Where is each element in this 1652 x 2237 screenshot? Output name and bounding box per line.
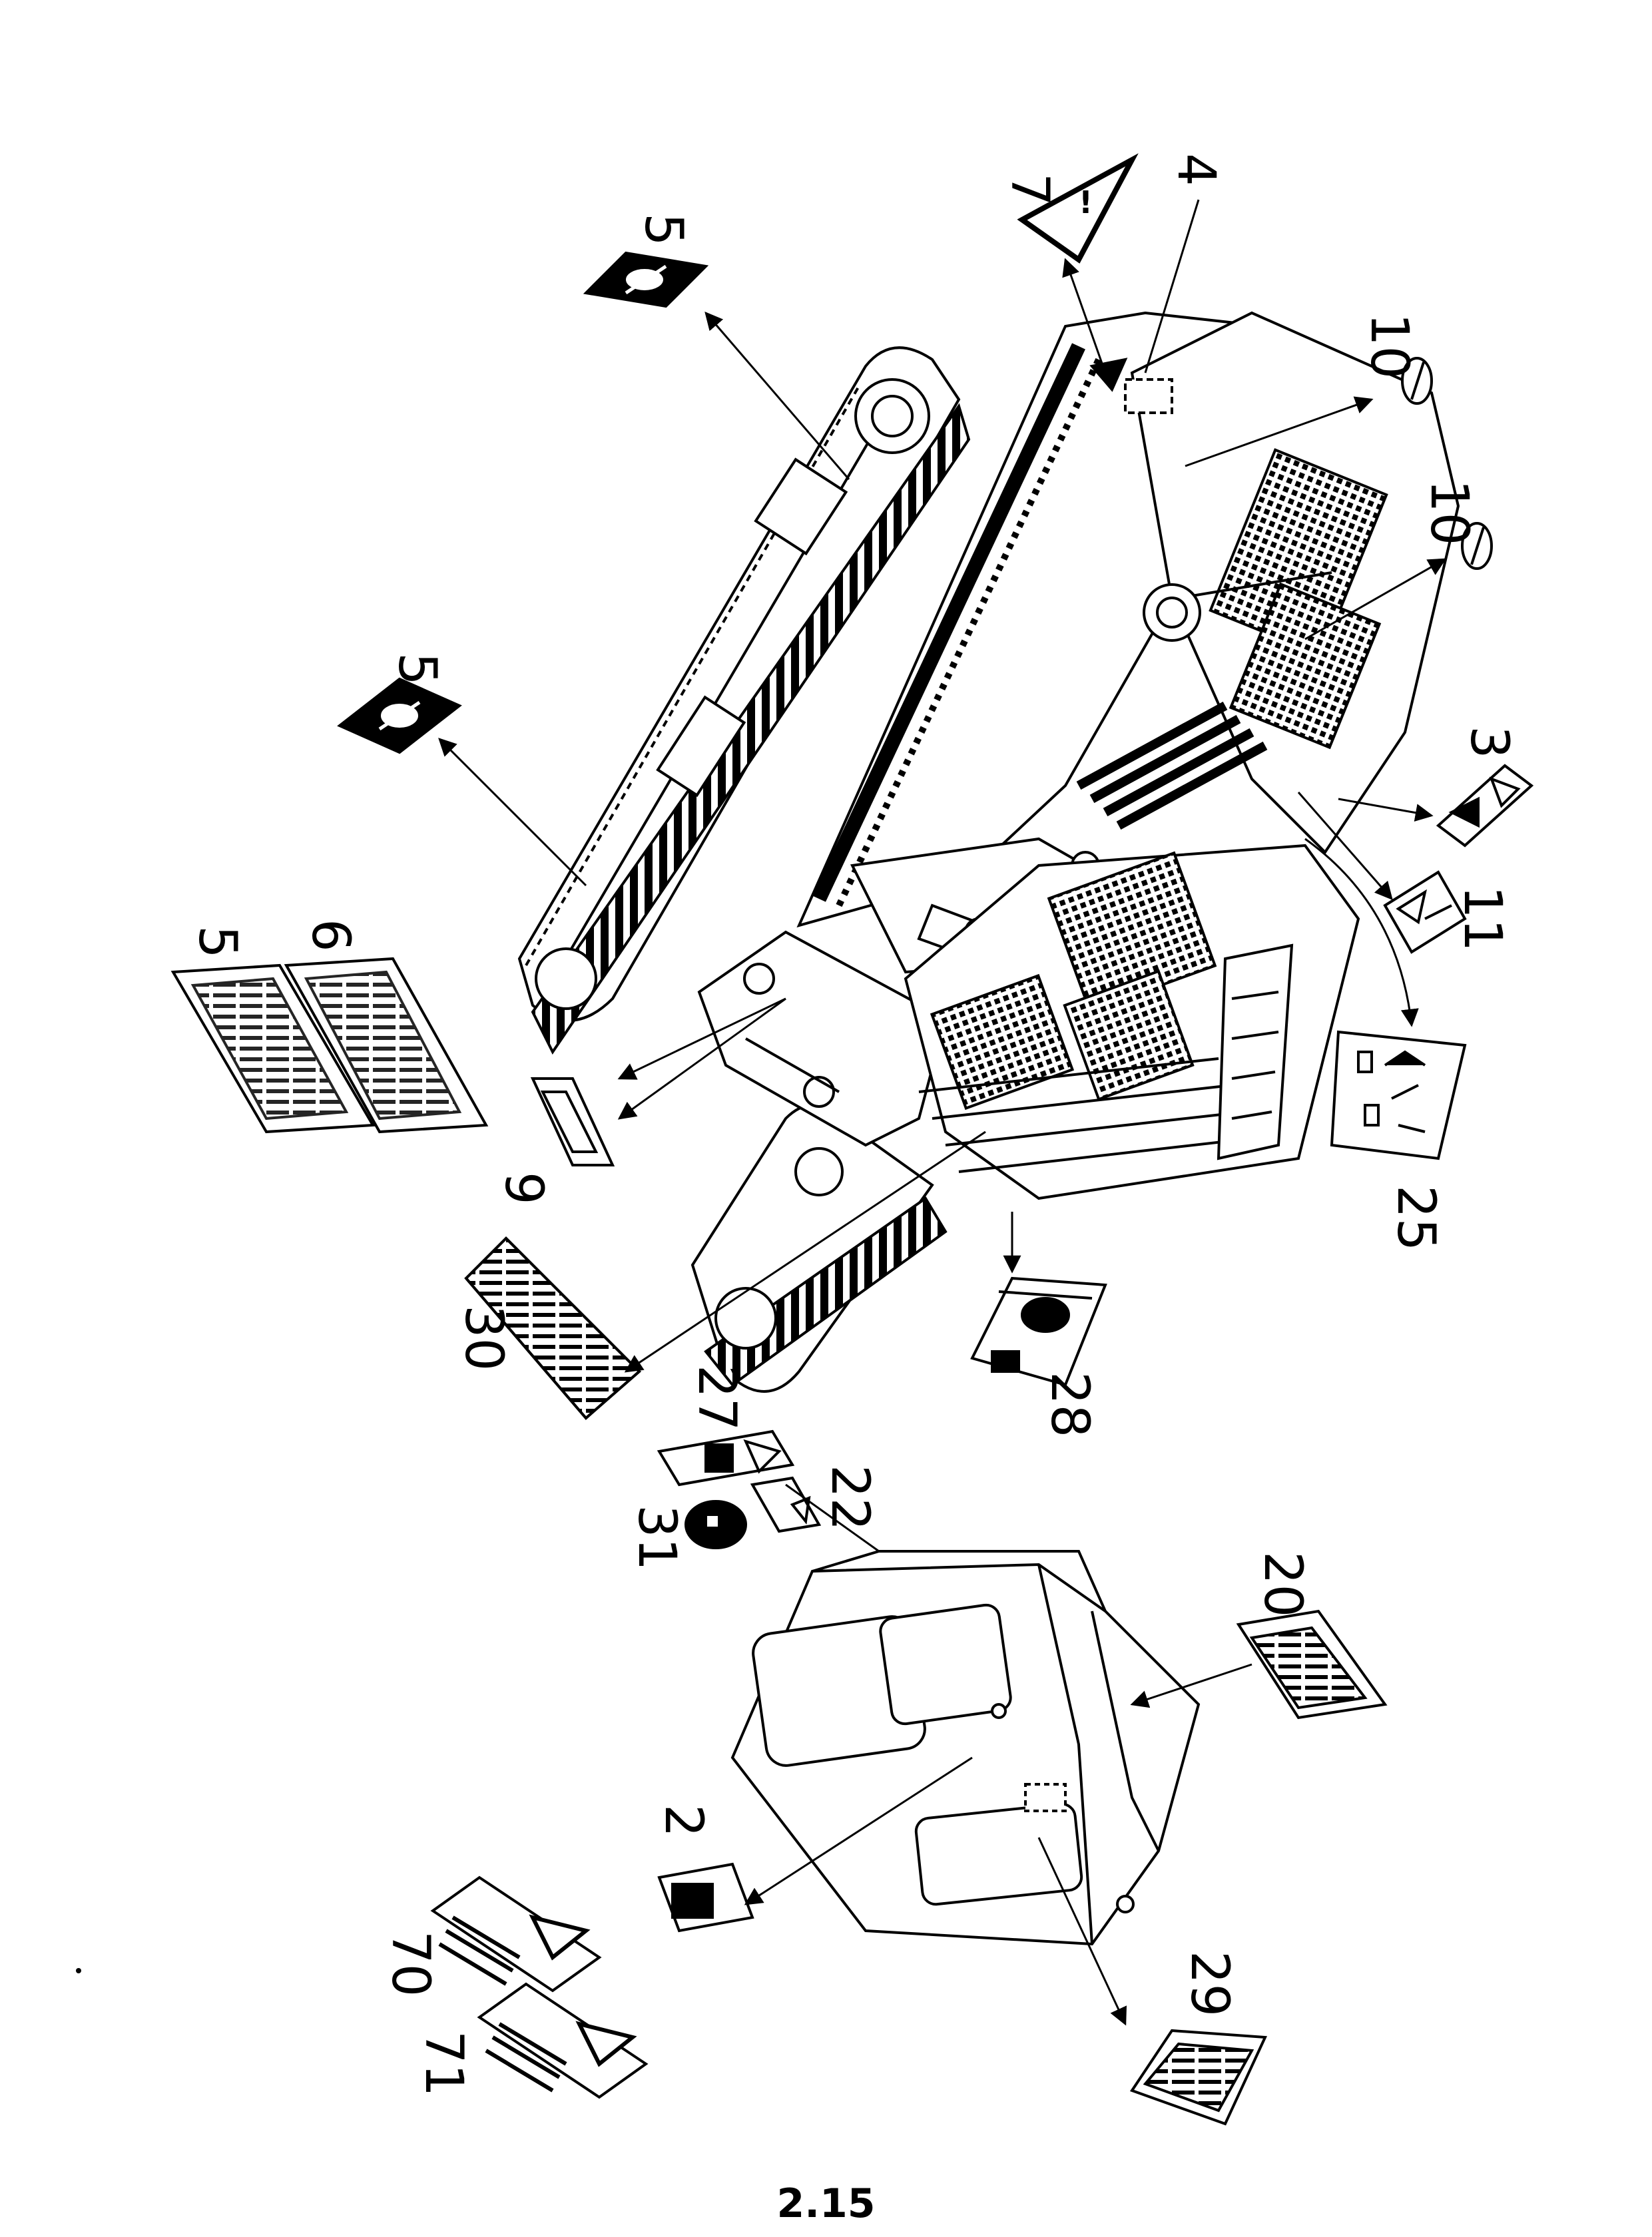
leader-arrows [438,199,1447,2026]
decals: ! [170,153,1534,2126]
callout-20: 20 [1252,1551,1312,1617]
decal-27 [657,1429,795,1487]
callout-29: 29 [1179,1951,1239,2017]
decal-6-plate [284,957,489,1134]
svg-text:!: ! [1079,184,1093,220]
decal-31 [685,1500,747,1549]
decal-9 [530,1077,615,1166]
page-number: 2.15 [776,2180,876,2227]
callout-10-upper: 10 [1359,313,1419,379]
callout-9: 9 [493,1172,553,1205]
callout-22: 22 [820,1465,880,1531]
callout-6: 6 [300,919,360,952]
undercarriage [517,346,971,1393]
track-left [517,346,971,1055]
callout-28: 28 [1039,1371,1099,1437]
decal-5-plate [170,963,376,1134]
callout-2: 2 [653,1804,713,1838]
decal-5-middle [337,677,462,754]
callout-25: 25 [1386,1185,1446,1251]
car-body [697,930,948,1147]
decal-70 [430,1875,602,1993]
stray-dot [76,1968,81,1973]
callout-labels: 7 4 5 10 10 5 3 11 5 6 9 25 30 28 27 22 … [187,153,1519,2097]
decal-2 [657,1862,754,1933]
callout-3: 3 [1459,726,1519,759]
callout-30: 30 [453,1305,513,1371]
callout-11: 11 [1452,885,1512,951]
callout-7: 7 [999,173,1059,206]
decal-3 [1436,764,1534,848]
callout-27: 27 [687,1365,746,1431]
decal-10-b [1461,522,1493,570]
callout-71: 71 [413,2031,473,2097]
decal-71 [477,1982,649,2099]
callout-10-lower: 10 [1419,479,1479,545]
callout-5-plate: 5 [187,925,247,959]
upper-structure [796,311,1460,1200]
callout-5-middle: 5 [387,652,447,686]
callout-31: 31 [627,1505,687,1571]
decal-7-warning-triangle: ! [1017,153,1139,264]
decal-29 [1129,2029,1268,2126]
decal-20 [1236,1609,1388,1720]
decal-28 [970,1276,1107,1387]
track-right [690,1104,948,1393]
decal-10-a [1401,357,1433,405]
operator-cab [730,1550,1201,1946]
callout-5-top: 5 [633,213,693,246]
callout-70: 70 [380,1931,440,1997]
decal-5-top [583,251,709,308]
callout-4: 4 [1166,153,1226,186]
decal-22 [750,1476,822,1533]
decal-25 [1330,1030,1467,1160]
decal-11 [1383,870,1467,954]
